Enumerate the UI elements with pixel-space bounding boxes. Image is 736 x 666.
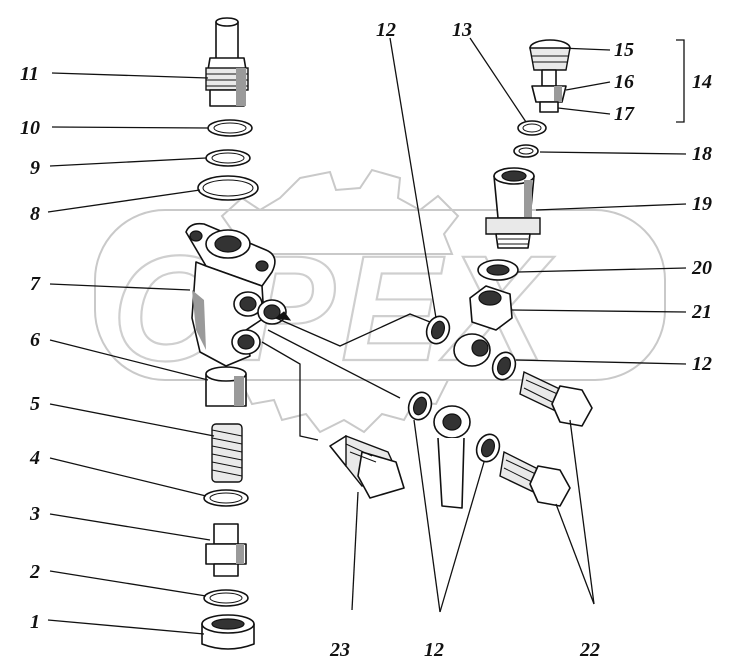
label-14: 14 xyxy=(692,71,712,93)
label-2: 2 xyxy=(29,561,40,583)
part-6-cap xyxy=(205,366,247,407)
part-3-valve xyxy=(205,523,247,577)
label-9: 9 xyxy=(30,157,40,179)
label-20: 20 xyxy=(691,257,712,279)
label-3: 3 xyxy=(29,503,40,525)
label-5: 5 xyxy=(30,393,40,415)
part-18-ring xyxy=(513,144,539,158)
part-11-plunger-plug xyxy=(205,17,249,107)
label-1: 1 xyxy=(30,611,40,633)
label-17: 17 xyxy=(614,103,635,125)
label-22: 22 xyxy=(579,639,600,661)
label-21: 21 xyxy=(691,301,712,323)
part-19-pump-body xyxy=(485,167,541,249)
label-7: 7 xyxy=(30,273,41,295)
part-2-ring xyxy=(203,589,249,607)
part-9-ring xyxy=(205,149,251,167)
part-4-ring xyxy=(203,489,249,507)
label-8: 8 xyxy=(30,203,40,225)
part-17-seal xyxy=(539,101,559,113)
label-13: 13 xyxy=(452,19,472,41)
part-1-nut xyxy=(201,614,255,650)
part-10-ring xyxy=(207,119,253,137)
assembly-guide-lines xyxy=(261,311,431,441)
label-6: 6 xyxy=(30,329,40,351)
part-14-primer-assembly xyxy=(529,39,571,113)
label-15: 15 xyxy=(614,39,634,61)
label-11: 11 xyxy=(20,63,39,85)
part-5-spring xyxy=(211,423,243,483)
callout-labels: 11 10 9 8 7 6 5 4 3 2 1 12 13 15 16 17 1… xyxy=(20,19,712,661)
label-12-right: 12 xyxy=(692,353,712,375)
part-7-pump-housing xyxy=(185,222,287,367)
group-14-bracket xyxy=(676,39,685,123)
part-23-fitting xyxy=(329,434,405,499)
banjo-pipe xyxy=(433,405,471,509)
label-10: 10 xyxy=(20,117,40,139)
label-18: 18 xyxy=(692,143,712,165)
label-19: 19 xyxy=(692,193,712,215)
leader-lines xyxy=(47,37,687,635)
label-23: 23 xyxy=(329,639,350,661)
label-12-top: 12 xyxy=(376,19,396,41)
part-13-ring xyxy=(517,120,547,136)
label-4: 4 xyxy=(29,447,40,469)
label-16: 16 xyxy=(614,71,634,93)
part-22-banjo-bolt-upper xyxy=(519,370,593,427)
part-22-banjo-bolt-lower xyxy=(499,450,571,507)
label-12-bottom: 12 xyxy=(424,639,444,661)
part-21-union-nut xyxy=(453,285,513,367)
